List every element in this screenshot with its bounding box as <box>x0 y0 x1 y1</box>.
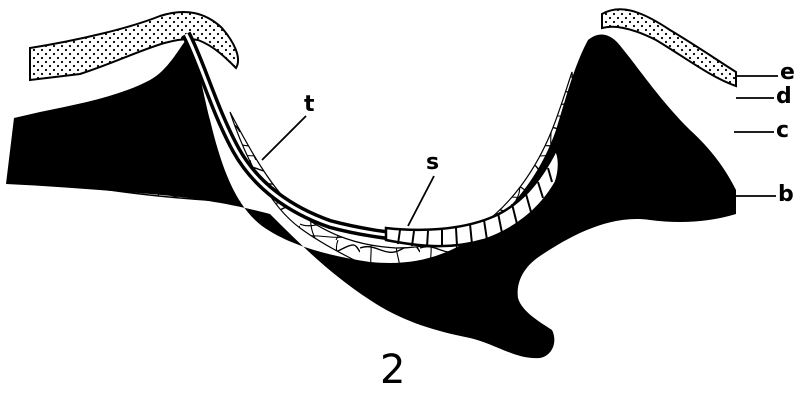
label-e: e <box>780 62 795 84</box>
tube-layer-inner <box>186 34 400 236</box>
label-c: c <box>776 120 789 142</box>
dermis-pocket-right <box>595 64 717 200</box>
figure-number: 2 <box>380 350 405 390</box>
label-d: d <box>776 86 792 108</box>
label-b: b <box>778 184 794 206</box>
label-s: s <box>426 152 439 174</box>
label-t: t <box>304 94 315 116</box>
epidermis-layer-left <box>30 12 238 80</box>
